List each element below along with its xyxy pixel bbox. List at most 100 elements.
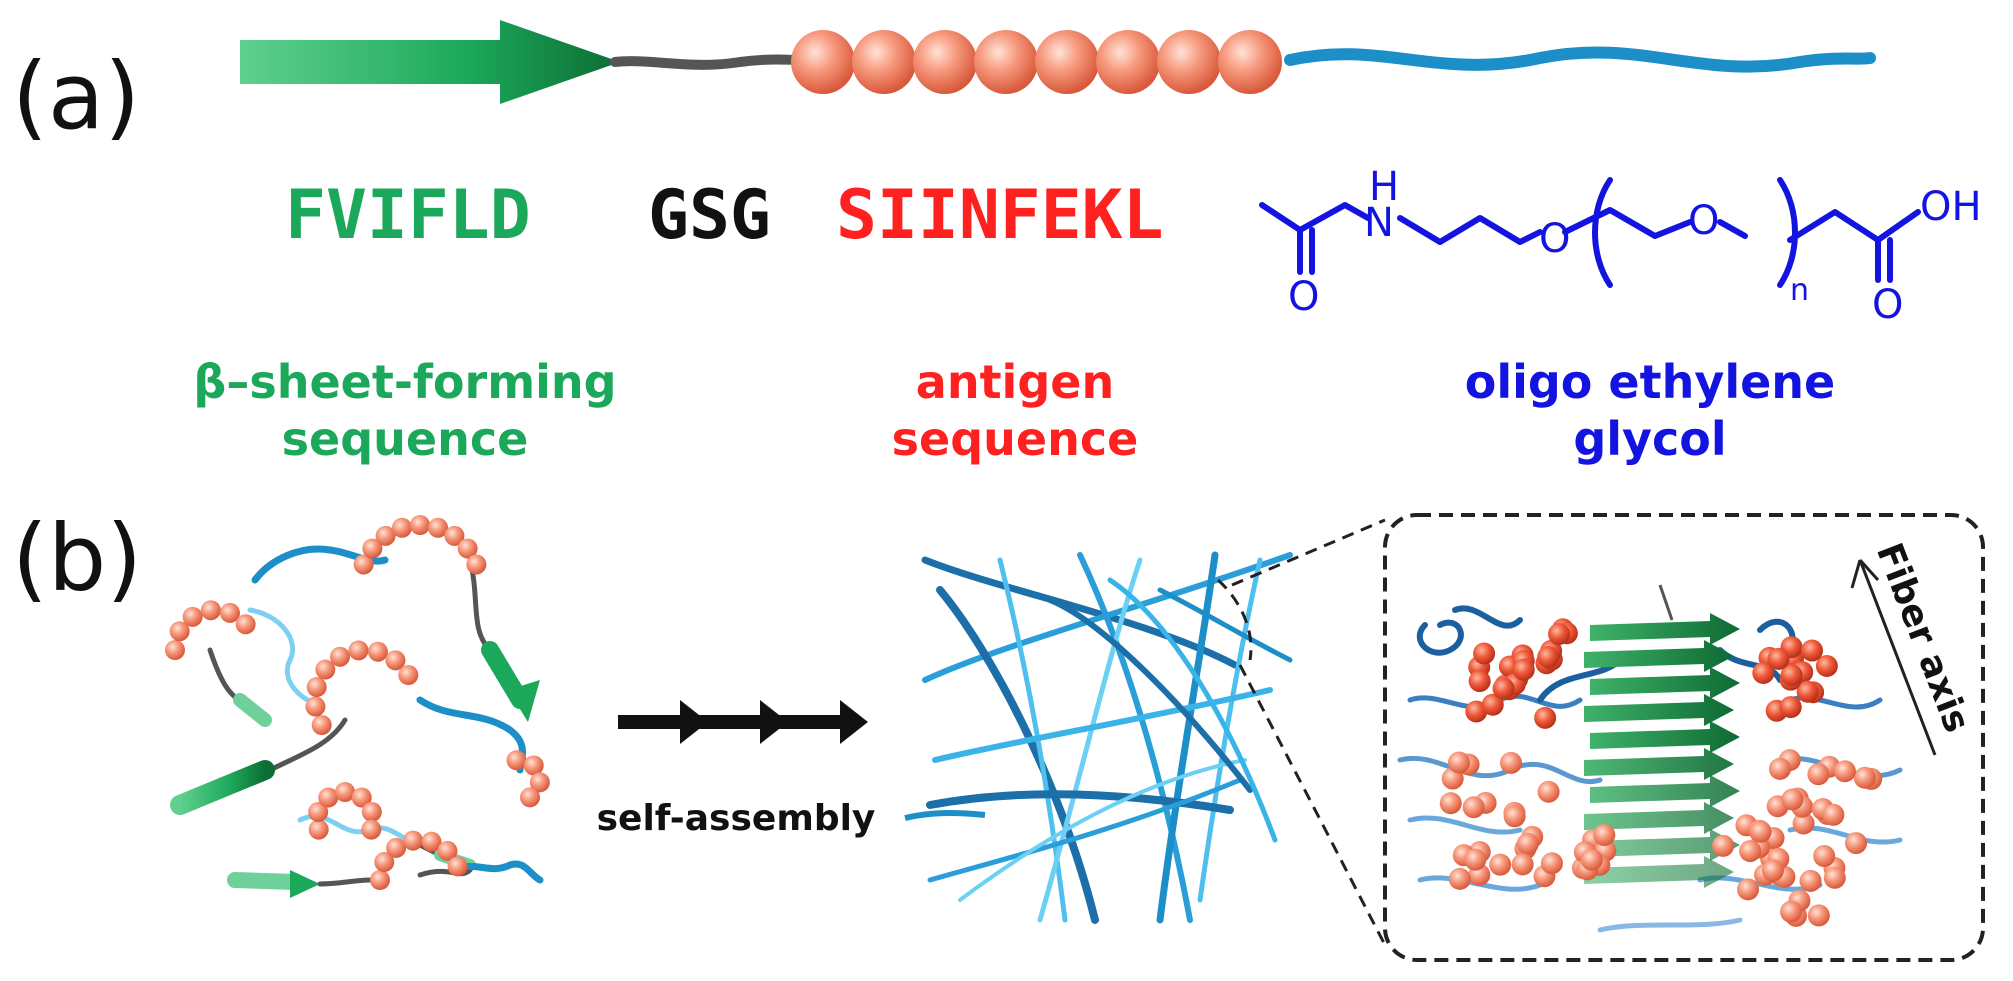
free-bead xyxy=(361,819,382,840)
inset-bead xyxy=(1537,780,1560,803)
free-bead xyxy=(374,852,395,873)
beta-sheet-strand xyxy=(1590,613,1740,645)
free-molecule-beads xyxy=(165,515,550,890)
inset-bead xyxy=(1593,823,1616,846)
inset-bead xyxy=(1780,900,1803,923)
inset-bead xyxy=(1807,904,1830,927)
linker-segment xyxy=(610,54,805,70)
inset-bead xyxy=(1468,670,1491,693)
inset-bead xyxy=(1448,867,1471,890)
inset-bead xyxy=(1823,866,1846,889)
free-bead xyxy=(362,538,383,559)
free-bead xyxy=(200,600,221,621)
inset-bead xyxy=(1439,792,1462,815)
antigen-bead xyxy=(974,30,1038,94)
antigen-label-line1: antigen xyxy=(916,355,1114,409)
beta-sheet-strand xyxy=(1590,829,1740,861)
process-arrows xyxy=(618,700,868,744)
inset-bead xyxy=(1580,848,1603,871)
inset-bead xyxy=(1499,751,1522,774)
free-bead xyxy=(165,640,185,660)
inset-bead xyxy=(1813,845,1836,868)
beta-sheet-strand xyxy=(1584,856,1734,888)
free-bead xyxy=(353,554,374,575)
inset-bead xyxy=(1815,654,1838,677)
peg-tail xyxy=(1284,46,1876,73)
inset-bead xyxy=(1537,646,1560,669)
free-bead xyxy=(421,831,442,852)
free-bead xyxy=(386,837,407,858)
beta-sheet-strand xyxy=(1584,748,1734,780)
antigen-label-line2: sequence xyxy=(892,412,1139,466)
free-bead xyxy=(398,665,419,685)
beta-sheet-strand xyxy=(1590,667,1740,699)
inset-bead xyxy=(1512,658,1535,681)
inset-bead xyxy=(1516,832,1539,855)
chem-o-ether-1: O xyxy=(1539,216,1570,262)
free-bead xyxy=(529,772,550,793)
free-bead xyxy=(410,515,430,535)
free-bead xyxy=(385,650,406,671)
inset-bead xyxy=(1503,805,1526,828)
inset-bead xyxy=(1534,706,1557,729)
oeg-label-line2: glycol xyxy=(1573,412,1726,466)
inset-bead xyxy=(1801,639,1824,662)
free-bead xyxy=(308,801,329,822)
free-bead xyxy=(447,856,468,877)
inset-bead xyxy=(1464,848,1487,871)
free-bead xyxy=(375,525,396,546)
inset-bead xyxy=(1822,803,1845,826)
inset-bead xyxy=(1548,623,1571,646)
panel-label-a: (a) xyxy=(12,43,140,150)
inset-bead xyxy=(1540,852,1563,875)
label-leader-fiber xyxy=(904,810,986,821)
free-molecules xyxy=(170,545,544,898)
inset-bead xyxy=(1792,812,1815,835)
free-bead xyxy=(169,621,190,642)
inset-bead xyxy=(1807,763,1830,786)
inset-bead xyxy=(1511,853,1534,876)
inset-bead xyxy=(1492,677,1515,700)
free-bead xyxy=(437,840,458,861)
inset-bead xyxy=(1447,751,1470,774)
chem-subscript-n: n xyxy=(1790,273,1809,308)
free-bead xyxy=(315,659,336,680)
antigen-sequence-text: SIINFEKL xyxy=(836,176,1164,255)
free-bead xyxy=(305,696,326,717)
inset-bead xyxy=(1749,820,1772,843)
free-bead xyxy=(523,755,544,776)
inset-bead xyxy=(1489,853,1512,876)
beta-label-line1: β–sheet-forming xyxy=(193,355,616,409)
antigen-bead xyxy=(1096,30,1160,94)
chem-o-carbonyl: O xyxy=(1288,274,1319,320)
chem-n: N xyxy=(1364,200,1394,246)
free-bead xyxy=(235,614,256,635)
inset-bead xyxy=(1845,832,1868,855)
beta-label-line2: sequence xyxy=(282,412,529,466)
free-bead xyxy=(428,517,449,538)
inset-beta-sheet-stack xyxy=(1584,613,1740,888)
antigen-bead xyxy=(913,30,977,94)
inset-axis-line xyxy=(1658,584,1674,621)
chem-h: H xyxy=(1369,164,1399,210)
antigen-bead xyxy=(1035,30,1099,94)
chem-oh: OH xyxy=(1920,184,1982,230)
beta-sheet-strand xyxy=(1584,640,1734,672)
antigen-bead xyxy=(791,30,855,94)
panel-label-b: (b) xyxy=(12,505,142,612)
free-bead xyxy=(466,554,487,575)
inset-antigen-beads xyxy=(1439,618,1883,927)
free-bead xyxy=(306,677,327,698)
inset-bead xyxy=(1465,700,1488,723)
fiber-axis-indicator xyxy=(1850,558,1937,756)
free-bead xyxy=(219,602,240,623)
free-bead xyxy=(391,517,412,538)
beta-sheet-strand xyxy=(1584,694,1734,726)
inset-bead xyxy=(1737,878,1760,901)
inset-bead xyxy=(1761,859,1784,882)
antigen-bead xyxy=(852,30,916,94)
beta-strand-arrow xyxy=(240,20,620,104)
inset-bead xyxy=(1799,869,1822,892)
free-bead xyxy=(311,715,332,735)
free-bead xyxy=(506,750,527,771)
